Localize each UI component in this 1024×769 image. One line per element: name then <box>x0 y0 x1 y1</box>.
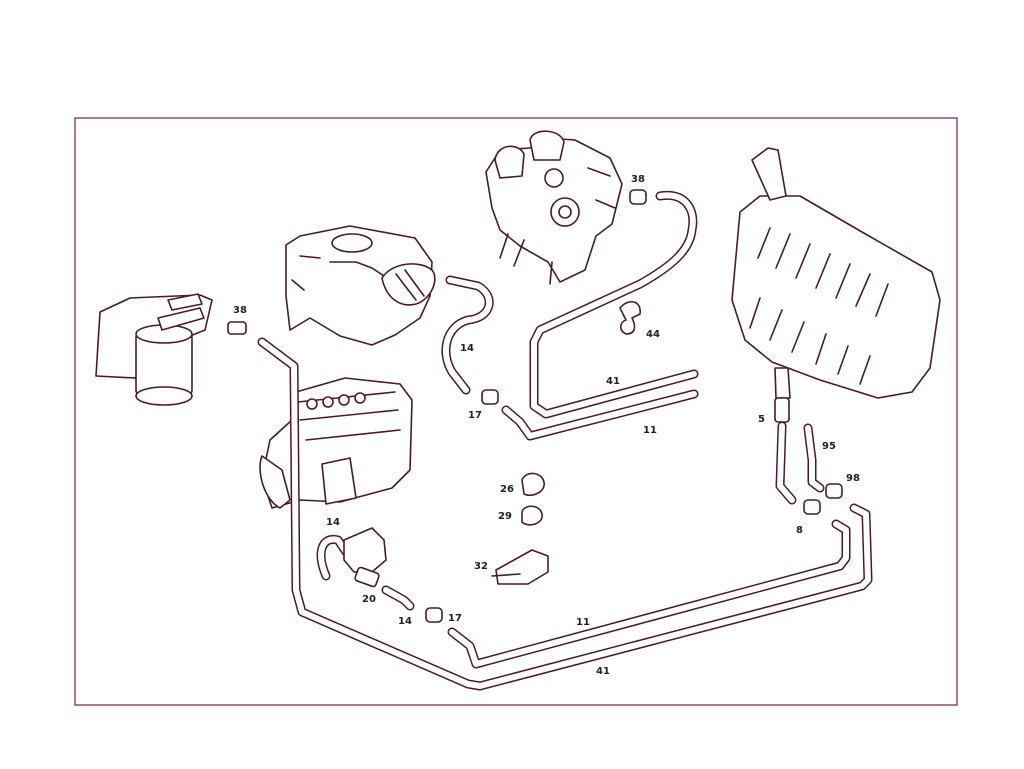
label-11-lower: 11 <box>576 617 590 628</box>
label-14-left: 14 <box>326 517 340 528</box>
label-26: 26 <box>500 484 514 495</box>
label-14-upper: 14 <box>460 343 474 354</box>
hose-clamp-icon <box>425 607 443 623</box>
label-11-upper: 11 <box>643 425 657 436</box>
bracket-icon <box>619 301 641 335</box>
label-20: 20 <box>362 594 376 605</box>
fitting-icon <box>354 566 380 588</box>
fuel-tank-icon <box>731 147 941 423</box>
hose-clamp-icon <box>481 389 499 405</box>
engine-block-icon <box>285 225 436 346</box>
injection-pump-icon <box>259 377 413 509</box>
label-41-upper: 41 <box>606 376 620 387</box>
label-14-lower: 14 <box>398 616 412 627</box>
label-38-filter: 38 <box>233 305 247 316</box>
hose-clamp-icon <box>629 189 647 205</box>
label-98: 98 <box>846 473 860 484</box>
hose-clamp-icon <box>803 499 821 515</box>
fuel-pump-icon <box>343 527 387 573</box>
label-32: 32 <box>474 561 488 572</box>
clip-icon <box>521 472 545 497</box>
label-38-carb: 38 <box>631 174 645 185</box>
label-5: 5 <box>758 414 765 425</box>
bracket-icon <box>495 549 549 585</box>
label-44: 44 <box>646 329 660 340</box>
diagram-frame <box>74 117 958 706</box>
small-parts <box>343 189 843 623</box>
label-95: 95 <box>822 441 836 452</box>
hose-clamp-icon <box>825 483 843 499</box>
part-labels: 38 38 44 14 17 41 11 5 95 98 8 26 29 32 … <box>233 174 860 677</box>
label-41-lower: 41 <box>596 666 610 677</box>
label-17-lower: 17 <box>448 613 462 624</box>
label-8: 8 <box>796 525 803 536</box>
label-29: 29 <box>498 511 512 522</box>
label-17-upper: 17 <box>468 410 482 421</box>
fuel-filter-icon <box>95 293 247 406</box>
fuel-lines <box>257 190 873 691</box>
carburetor-icon <box>485 130 623 285</box>
clip-icon <box>521 505 543 526</box>
